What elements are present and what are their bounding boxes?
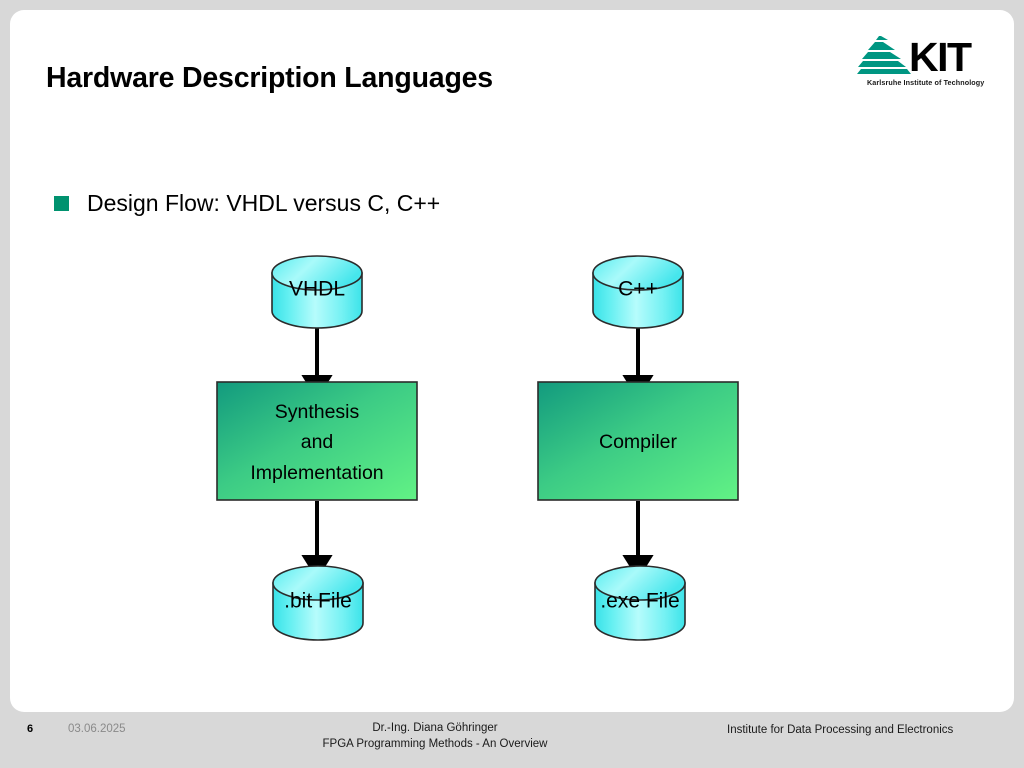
slide-surface: Hardware Description Languages KIT Karls… [10, 10, 1014, 712]
vhdl-label: VHDL [289, 278, 345, 301]
kit-wordmark: KIT [909, 34, 972, 80]
exefile-cylinder-top [594, 565, 686, 601]
node-vhdl[interactable]: VHDL [271, 255, 363, 329]
footer-date: 03.06.2025 [68, 723, 126, 735]
bullet-item: Design Flow: VHDL versus C, C++ [54, 190, 440, 217]
node-bitfile[interactable]: .bit File [272, 565, 364, 641]
design-flow-diagram: VHDL C++ Synthesis and Implementation Co… [216, 255, 739, 641]
footer-author: Dr.-Ing. Diana Göhringer [372, 722, 498, 734]
slide-footer: 6 03.06.2025 Dr.-Ing. Diana Göhringer FP… [0, 712, 1024, 768]
square-bullet-icon [54, 196, 69, 211]
exefile-label: .exe File [600, 590, 679, 613]
kit-tagline: Karlsruhe Institute of Technology [867, 78, 985, 87]
footer-institute: Institute for Data Processing and Electr… [727, 724, 954, 736]
footer-course: FPGA Programming Methods - An Overview [322, 737, 548, 750]
cpp-label: C++ [618, 278, 658, 301]
synthesis-box [216, 381, 418, 501]
page-number: 6 [27, 723, 34, 735]
synthesis-label-line3: Implementation [250, 462, 383, 484]
node-exefile[interactable]: .exe File [594, 565, 686, 641]
synthesis-label-line1: Synthesis [275, 401, 360, 423]
page-title: Hardware Description Languages [46, 62, 493, 94]
node-compiler[interactable]: Compiler [537, 381, 739, 501]
bitfile-label: .bit File [284, 590, 352, 613]
kit-fan-icon [855, 36, 913, 76]
bitfile-cylinder-top [272, 565, 364, 601]
synthesis-label-line2: and [301, 431, 334, 453]
kit-logo: KIT Karlsruhe Institute of Technology [855, 36, 997, 88]
vhdl-cylinder-top [271, 255, 363, 291]
node-cpp[interactable]: C++ [592, 255, 684, 329]
compiler-label: Compiler [599, 431, 678, 453]
cpp-cylinder-top [592, 255, 684, 291]
node-synthesis[interactable]: Synthesis and Implementation [216, 381, 418, 501]
compiler-box [537, 381, 739, 501]
bullet-item-label: Design Flow: VHDL versus C, C++ [87, 190, 441, 216]
footer-center-block: Dr.-Ing. Diana Göhringer FPGA Programmin… [0, 721, 870, 752]
